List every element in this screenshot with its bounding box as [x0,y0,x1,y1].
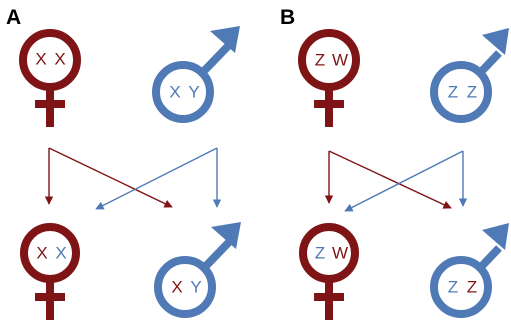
chromosome-maternal: Z [467,277,477,296]
chromosome-2: Z [467,82,477,101]
chromosome-maternal: W [332,243,348,262]
chromosome-1: X [35,49,46,68]
panel-b: B Z W Z Z Z W [280,6,509,320]
venus-icon [19,29,81,91]
mars-shaft [199,40,234,76]
female-parent-symbol: X X [19,29,81,127]
chromosome-1: Z [448,82,458,101]
chromosome-2: Y [188,82,199,101]
mars-shaft [477,50,502,76]
mars-icon [152,61,214,123]
chromosome-2: W [332,50,348,69]
panel-a: A X X X Y X X [6,6,241,320]
chromosome-1: X [169,82,180,101]
inheritance-arrow-female-to-son [328,150,452,209]
mars-icon [430,61,492,123]
chromosome-1: Z [315,50,325,69]
female-offspring-symbol: X X [20,223,80,320]
chromosome-2: X [54,49,65,68]
male-parent-symbol: X Y [152,26,240,123]
chromosome-paternal: Y [190,277,201,296]
panel-a-label: A [6,6,21,29]
male-offspring-symbol: Z Z [430,223,509,318]
mars-icon [430,256,492,318]
inheritance-arrow-male-to-daughter [344,150,464,212]
mars-arrowhead [211,222,241,249]
mars-arrowhead [482,28,509,55]
venus-icon [20,223,80,283]
chromosome-maternal: X [36,243,47,262]
female-parent-symbol: Z W [298,29,360,127]
panel-b-label: B [280,6,295,29]
chromosome-maternal: X [171,277,182,296]
chromosome-paternal: X [55,243,66,262]
mars-icon [154,256,216,318]
inheritance-arrow-male-to-daughter [95,147,218,210]
chromosome-paternal: Z [448,277,458,296]
mars-arrowhead [482,223,509,250]
male-parent-symbol: Z Z [430,28,509,123]
mars-shaft [477,245,502,271]
female-offspring-symbol: Z W [299,223,359,320]
male-offspring-symbol: X Y [154,222,241,318]
mars-arrowhead [210,26,240,53]
chromosome-paternal: Z [315,243,325,262]
inheritance-arrow-female-to-son [48,147,173,208]
mars-shaft [201,236,235,271]
